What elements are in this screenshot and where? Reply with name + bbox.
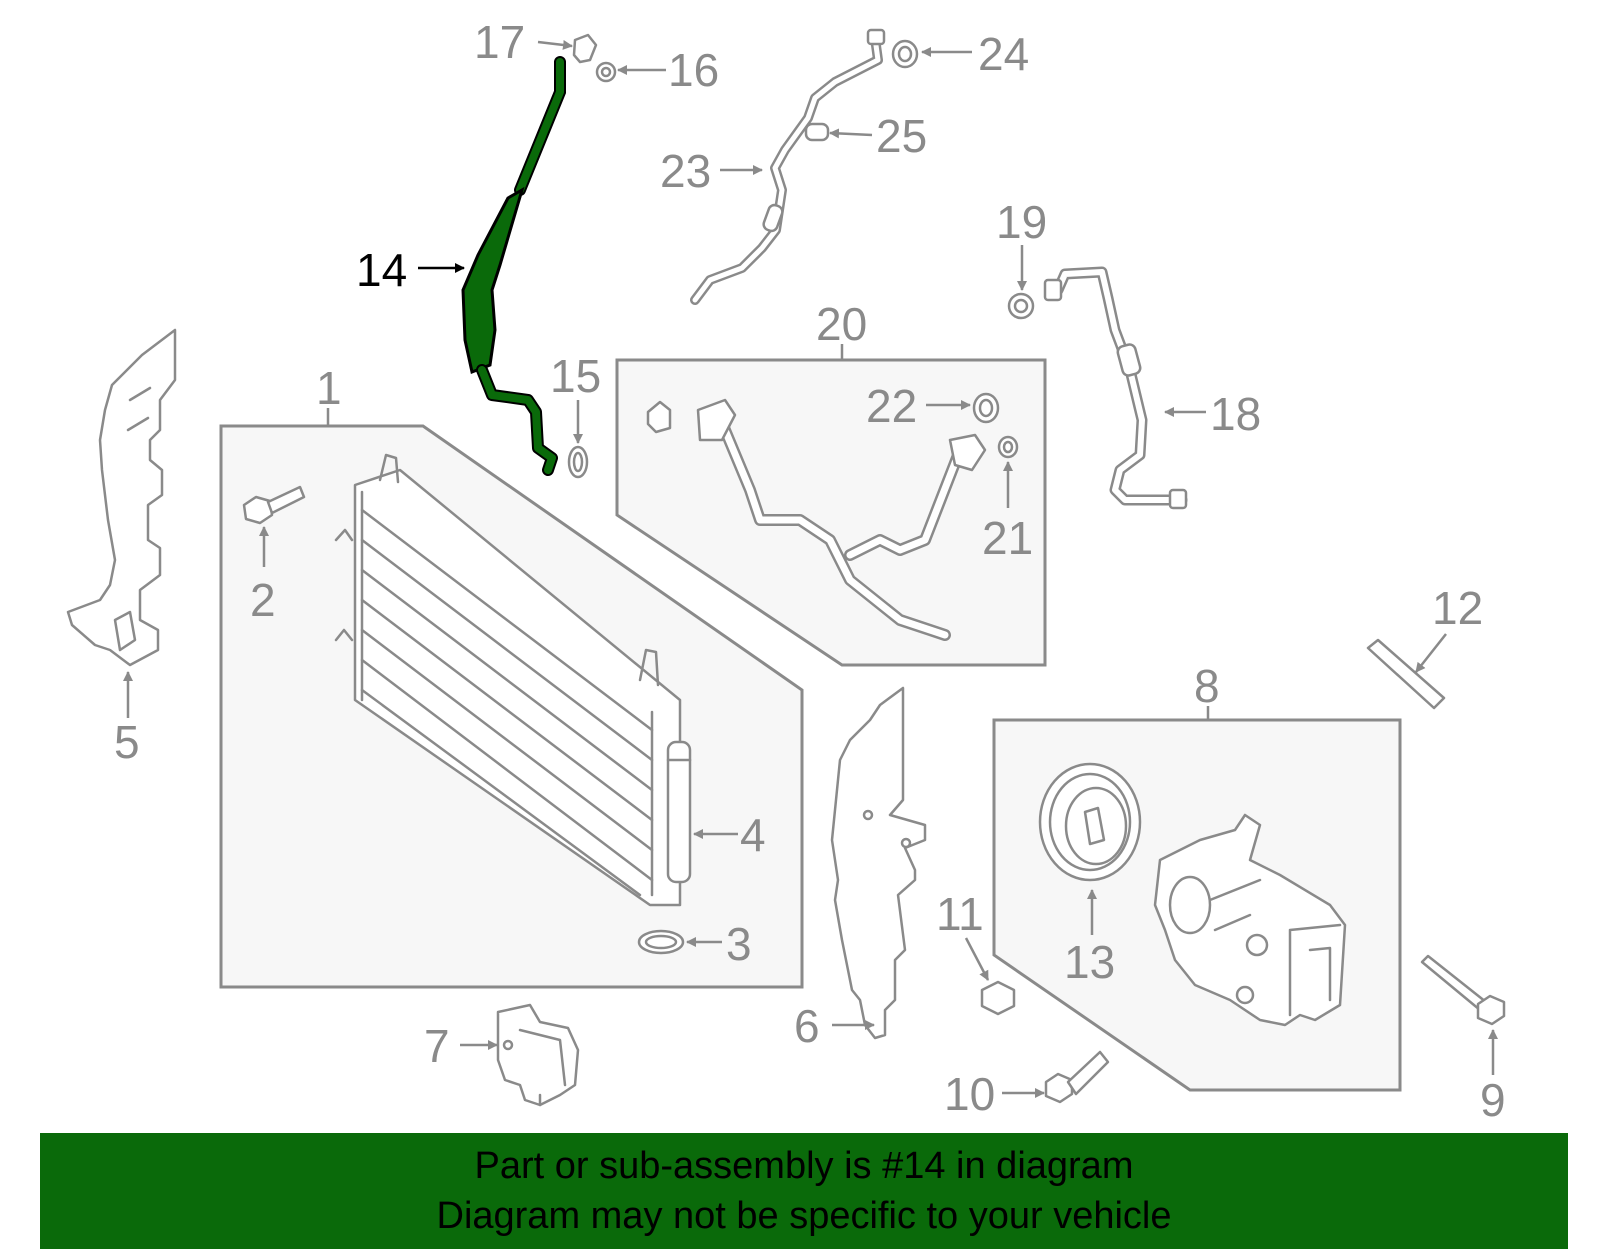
part-5-bracket (66, 328, 177, 667)
part-17-fitting (572, 33, 598, 64)
part-9-bolt (1420, 954, 1506, 1026)
callout-4: 4 (740, 809, 766, 861)
part-3-o-ring (637, 929, 685, 955)
callout-5: 5 (114, 716, 140, 768)
callout-10: 10 (944, 1068, 995, 1120)
callout-24: 24 (978, 28, 1029, 80)
callout-25: 25 (876, 110, 927, 162)
banner-line-1: Part or sub-assembly is #14 in diagram (474, 1145, 1134, 1187)
callout-3: 3 (726, 918, 752, 970)
callout-2: 2 (250, 574, 276, 626)
part-15-o-ring (567, 445, 589, 479)
callout-16: 16 (668, 44, 719, 96)
callout-11: 11 (936, 888, 984, 940)
part-20-tube-assembly (646, 398, 987, 641)
part-7-bracket (496, 1003, 580, 1107)
part-12-stud (1366, 638, 1446, 710)
part-21-o-ring (997, 435, 1019, 459)
part-4-receiver-drier (666, 740, 692, 884)
callout-20: 20 (816, 298, 867, 350)
callout-13: 13 (1064, 936, 1115, 988)
part-24-o-ring (891, 39, 919, 69)
part-19-o-ring (1007, 292, 1035, 320)
part-2-bolt (242, 485, 306, 525)
callout-12: 12 (1432, 582, 1483, 634)
part-22-o-ring (972, 392, 1000, 424)
callout-7: 7 (424, 1020, 450, 1072)
callout-17: 17 (474, 16, 525, 68)
callout-22: 22 (866, 380, 917, 432)
callout-21: 21 (982, 512, 1033, 564)
part-23-pipe (690, 28, 886, 305)
callout-18: 18 (1210, 388, 1261, 440)
part-25-fitting (804, 122, 830, 142)
part-6-bracket (830, 686, 927, 1040)
part-11-nut (980, 980, 1016, 1016)
callout-6: 6 (794, 1000, 820, 1052)
callout-15: 15 (550, 350, 601, 402)
part-16-o-ring (595, 61, 617, 83)
condenser-core (334, 453, 682, 907)
callout-19: 19 (996, 196, 1047, 248)
callout-1: 1 (316, 362, 342, 414)
callout-8: 8 (1194, 660, 1220, 712)
callout-9: 9 (1480, 1074, 1506, 1126)
callout-14: 14 (356, 244, 407, 296)
banner-line-2: Diagram may not be specific to your vehi… (436, 1195, 1172, 1237)
info-banner: Part or sub-assembly is #14 in diagram D… (40, 1133, 1568, 1249)
callout-23: 23 (660, 145, 711, 197)
part-18-pipe (1043, 266, 1188, 510)
part-8-compressor (1153, 813, 1347, 1027)
part-13-clutch-pulley (1038, 762, 1142, 882)
part-14-discharge-hose (461, 56, 566, 476)
part-10-bolt (1044, 1050, 1110, 1104)
